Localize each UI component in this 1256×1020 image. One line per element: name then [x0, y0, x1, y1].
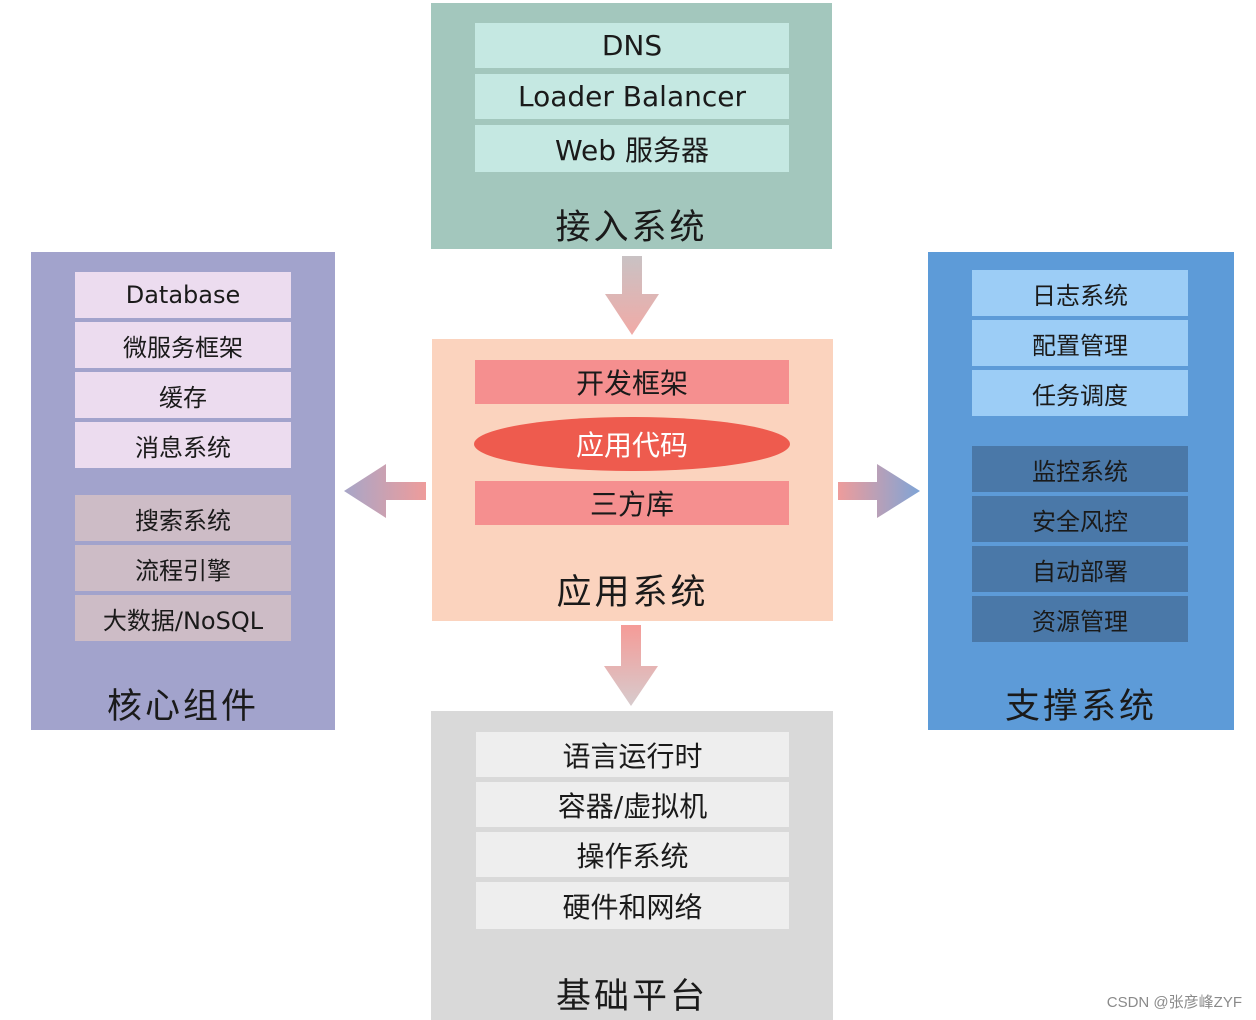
app-item-third-party-libs: 三方库: [475, 481, 789, 525]
platform-item-hardware-network: 硬件和网络: [476, 882, 789, 929]
support-item-resource-management: 资源管理: [972, 596, 1188, 642]
core-components-panel: Database 微服务框架 缓存 消息系统 搜索系统 流程引擎 大数据/NoS…: [31, 252, 335, 730]
access-item-load-balancer: Loader Balancer: [475, 74, 789, 119]
base-platform-panel: 语言运行时 容器/虚拟机 操作系统 硬件和网络 基础平台: [431, 711, 833, 1020]
core-item-cache: 缓存: [75, 372, 291, 418]
arrow-application-to-support: [838, 464, 920, 518]
support-item-auto-deploy: 自动部署: [972, 546, 1188, 592]
support-item-logging: 日志系统: [972, 270, 1188, 316]
arrow-application-to-core: [344, 464, 426, 518]
platform-item-container-vm: 容器/虚拟机: [476, 782, 789, 827]
core-components-title: 核心组件: [106, 687, 259, 727]
support-systems-title: 支撑系统: [1004, 687, 1157, 727]
support-item-security-risk: 安全风控: [972, 496, 1188, 542]
platform-item-operating-system: 操作系统: [476, 832, 789, 877]
application-system-title: 应用系统: [556, 573, 709, 613]
arrow-application-to-platform: [604, 625, 658, 706]
access-item-web-server: Web 服务器: [475, 125, 789, 172]
support-item-task-scheduling: 任务调度: [972, 370, 1188, 416]
arrow-access-to-application: [605, 256, 659, 335]
access-system-title: 接入系统: [555, 208, 708, 248]
core-item-search-system: 搜索系统: [75, 495, 291, 541]
core-item-microservice-framework: 微服务框架: [75, 322, 291, 368]
access-system-panel: DNS Loader Balancer Web 服务器 接入系统: [431, 3, 832, 249]
support-item-monitoring: 监控系统: [972, 446, 1188, 492]
core-item-bigdata-nosql: 大数据/NoSQL: [75, 595, 291, 641]
app-item-dev-framework: 开发框架: [475, 360, 789, 404]
watermark: CSDN @张彦峰ZYF: [1106, 994, 1242, 1011]
access-item-dns: DNS: [475, 23, 789, 68]
platform-item-language-runtime: 语言运行时: [476, 732, 789, 777]
core-item-message-system: 消息系统: [75, 422, 291, 468]
core-item-workflow-engine: 流程引擎: [75, 545, 291, 591]
support-item-config-management: 配置管理: [972, 320, 1188, 366]
support-systems-panel: 日志系统 配置管理 任务调度 监控系统 安全风控 自动部署 资源管理 支撑系统: [928, 252, 1234, 730]
core-item-database: Database: [75, 272, 291, 318]
application-system-panel: 开发框架 应用代码 三方库 应用系统: [432, 339, 833, 621]
base-platform-title: 基础平台: [555, 977, 708, 1017]
app-item-app-code: 应用代码: [474, 417, 790, 471]
